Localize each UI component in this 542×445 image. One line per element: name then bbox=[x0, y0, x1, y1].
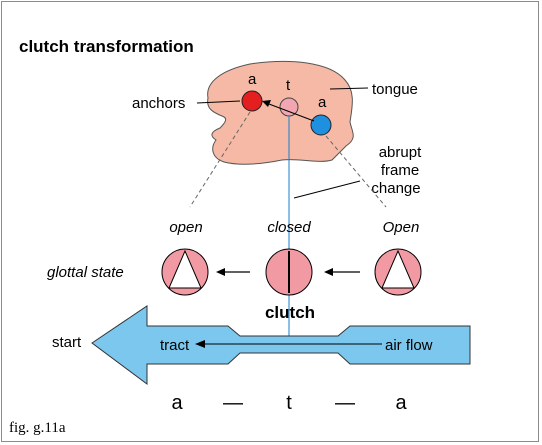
diagram-title: clutch transformation bbox=[19, 37, 194, 56]
closed-label: closed bbox=[267, 219, 311, 236]
start-label: start bbox=[52, 334, 82, 351]
sequence-a1: a bbox=[171, 392, 183, 414]
glottis-arrow-left-head bbox=[216, 268, 225, 276]
dashed-line-right bbox=[325, 135, 387, 208]
tract-label: tract bbox=[160, 337, 190, 354]
anchor-pink bbox=[279, 97, 299, 117]
glottal-state-label: glottal state bbox=[47, 264, 124, 281]
anchor-red bbox=[241, 90, 263, 112]
anchor-letter-right: a bbox=[318, 94, 327, 111]
anchor-blue bbox=[310, 114, 332, 136]
anchor-letter-left: a bbox=[248, 71, 257, 88]
sequence-a2: a bbox=[395, 392, 407, 414]
abrupt-label: abrupt bbox=[379, 144, 422, 161]
figure-caption: fig. g.11a bbox=[9, 420, 66, 436]
anchor-arrow-head bbox=[262, 100, 271, 107]
tongue-label: tongue bbox=[372, 81, 418, 98]
sequence-dash1: — bbox=[223, 392, 243, 414]
glottis-open-opening bbox=[168, 249, 202, 289]
sequence-t: t bbox=[286, 392, 292, 414]
abrupt-pointer bbox=[293, 180, 361, 199]
air-flow-label: air flow bbox=[385, 337, 433, 354]
anchors-pointer bbox=[196, 100, 241, 104]
tongue-shape bbox=[207, 60, 354, 165]
tract-arrow bbox=[91, 305, 471, 385]
airflow-arrow-head bbox=[195, 340, 205, 348]
tongue-pointer bbox=[329, 87, 369, 90]
glottis-open-cap-opening bbox=[381, 249, 415, 289]
anchor-arrow-line bbox=[268, 103, 315, 122]
anchor-letter-mid: t bbox=[286, 77, 291, 94]
open-label: open bbox=[169, 219, 202, 236]
dashed-line-left bbox=[189, 111, 251, 208]
frame-label: frame bbox=[381, 162, 419, 179]
open-cap-label: Open bbox=[383, 219, 420, 236]
change-label: change bbox=[371, 180, 420, 197]
glottis-arrow-right-head bbox=[324, 268, 333, 276]
anchors-label: anchors bbox=[132, 95, 185, 112]
sequence-dash2: — bbox=[335, 392, 355, 414]
clutch-label: clutch bbox=[265, 303, 315, 322]
